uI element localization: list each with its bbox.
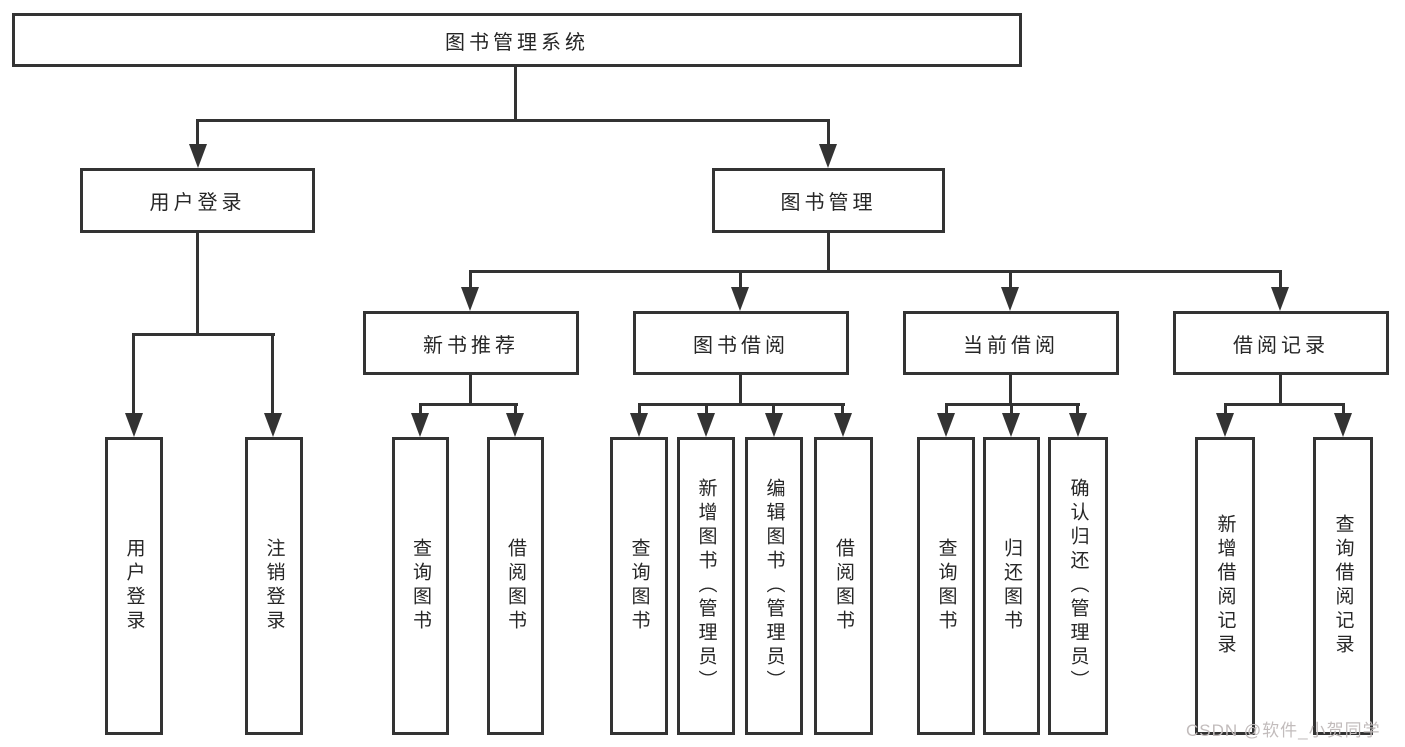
leaf-return-books: 归还图书 (983, 437, 1040, 735)
leaf-borrow-books: 借阅图书 (814, 437, 873, 735)
arrowhead-down-icon (1002, 413, 1020, 437)
arrowhead-down-icon (1001, 287, 1019, 311)
connector-line (739, 270, 742, 289)
connector-line (945, 403, 948, 415)
arrowhead-down-icon (1069, 413, 1087, 437)
connector-line (196, 233, 199, 335)
leaf-borrow-books-recommend: 借阅图书 (487, 437, 544, 735)
connector-line (469, 270, 472, 289)
connector-line (1224, 403, 1227, 415)
connector-line (1224, 403, 1345, 406)
arrowhead-down-icon (697, 413, 715, 437)
branch-user-login: 用户登录 (80, 168, 315, 233)
arrowhead-down-icon (506, 413, 524, 437)
root-box-library-system: 图书管理系统 (12, 13, 1022, 67)
connector-line (1009, 270, 1012, 289)
leaf-add-borrow-record: 新增借阅记录 (1195, 437, 1255, 735)
connector-line (1342, 403, 1345, 415)
arrowhead-down-icon (264, 413, 282, 437)
connector-line (271, 333, 274, 415)
connector-line (132, 333, 135, 415)
connector-line (705, 403, 708, 415)
connector-line (419, 403, 422, 415)
leaf-logout: 注销登录 (245, 437, 303, 735)
leaf-query-books-current: 查询图书 (917, 437, 975, 735)
csdn-watermark: CSDN @软件_小贺同学 (1186, 721, 1381, 740)
leaf-query-borrow-record: 查询借阅记录 (1313, 437, 1373, 735)
arrowhead-down-icon (189, 144, 207, 168)
connector-line (1279, 375, 1282, 405)
leaf-confirm-return-admin: 确认归还（管理员） (1048, 437, 1108, 735)
arrowhead-down-icon (630, 413, 648, 437)
arrowhead-down-icon (461, 287, 479, 311)
connector-line (638, 403, 641, 415)
arrowhead-down-icon (765, 413, 783, 437)
arrowhead-down-icon (1334, 413, 1352, 437)
connector-line (841, 403, 844, 415)
connector-line (514, 67, 517, 121)
arrowhead-down-icon (834, 413, 852, 437)
connector-line (827, 119, 830, 148)
arrowhead-down-icon (125, 413, 143, 437)
connector-line (1279, 270, 1282, 289)
branch-book-management: 图书管理 (712, 168, 945, 233)
leaf-query-books-recommend: 查询图书 (392, 437, 449, 735)
leaf-edit-books-admin: 编辑图书（管理员） (745, 437, 803, 735)
leaf-user-login: 用户登录 (105, 437, 163, 735)
connector-line (739, 375, 742, 405)
connector-line (1009, 375, 1012, 405)
leaf-query-books-borrow: 查询图书 (610, 437, 668, 735)
connector-line (827, 233, 830, 272)
arrowhead-down-icon (731, 287, 749, 311)
connector-line (132, 333, 275, 336)
arrowhead-down-icon (819, 144, 837, 168)
connector-line (638, 403, 845, 406)
node-new-book-recommend: 新书推荐 (363, 311, 579, 375)
connector-line (514, 403, 517, 415)
connector-line (1076, 403, 1079, 415)
arrowhead-down-icon (1216, 413, 1234, 437)
node-borrow-records: 借阅记录 (1173, 311, 1389, 375)
node-book-borrow: 图书借阅 (633, 311, 849, 375)
arrowhead-down-icon (937, 413, 955, 437)
leaf-add-books-admin: 新增图书（管理员） (677, 437, 735, 735)
arrowhead-down-icon (1271, 287, 1289, 311)
connector-line (1010, 403, 1013, 415)
connector-line (419, 403, 518, 406)
connector-line (772, 403, 775, 415)
arrowhead-down-icon (411, 413, 429, 437)
connector-line (469, 270, 1282, 273)
node-current-borrow: 当前借阅 (903, 311, 1119, 375)
connector-line (469, 375, 472, 405)
connector-line (196, 119, 830, 122)
connector-line (196, 119, 199, 148)
